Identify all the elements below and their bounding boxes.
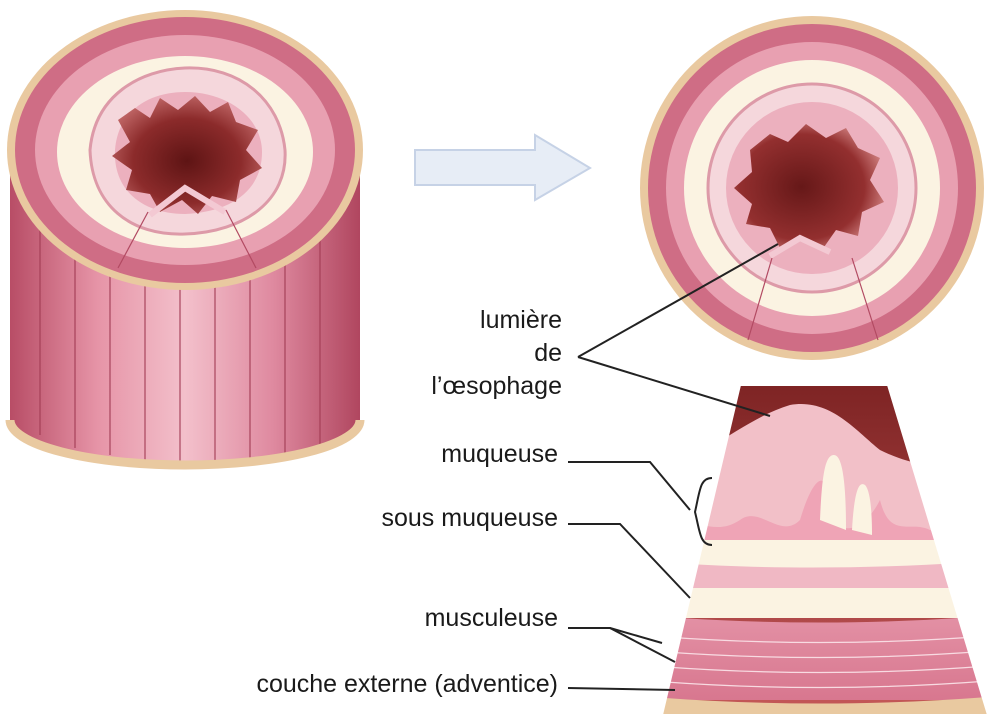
- label-submucosa: sous muqueuse: [381, 504, 558, 532]
- label-muscularis: musculeuse: [425, 604, 558, 632]
- label-lumen-line2: de: [534, 339, 562, 367]
- wall-layers-detail: [640, 380, 998, 725]
- label-adventitia: couche externe (adventice): [256, 670, 558, 698]
- label-mucosa: muqueuse: [441, 440, 558, 468]
- esophagus-cylinder: [7, 10, 363, 465]
- esophagus-cross-section: [640, 16, 984, 360]
- label-lumen-line3: l’œsophage: [431, 372, 562, 400]
- label-lumen-line1: lumière: [480, 306, 562, 334]
- right-arrow-icon: [415, 135, 590, 200]
